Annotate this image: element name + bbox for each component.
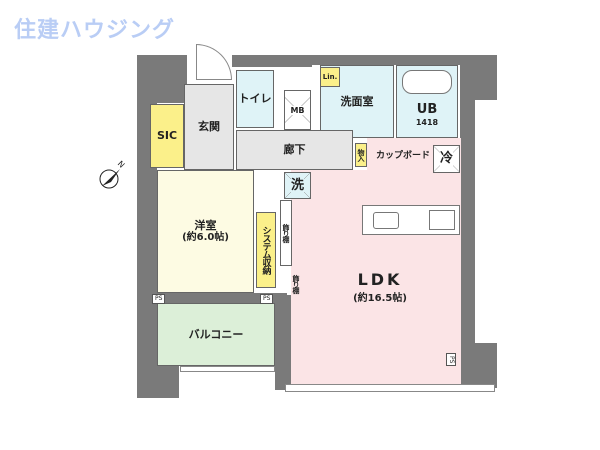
hallway-label: 廊下 (283, 143, 306, 157)
wall-top-mid (232, 55, 312, 67)
ldk-label: LDK (357, 270, 403, 289)
wall-right-block (460, 55, 497, 100)
linen-label: Lin. (322, 73, 338, 81)
display-shelf-label-2: 飾り棚 (292, 275, 300, 293)
bathtub-icon (402, 70, 452, 94)
hallway: 廊下 (236, 130, 353, 170)
laundry-label: 洗 (290, 177, 304, 194)
wall-right (460, 100, 475, 390)
toilet: トイレ (236, 70, 274, 128)
wall-top-right (312, 55, 497, 65)
ldk-label-group: LDK (約16.5帖) (330, 270, 430, 304)
fridge-space: 冷 (433, 145, 460, 173)
ps-label-2: PS (260, 294, 274, 304)
fridge-label: 冷 (439, 151, 453, 167)
balcony-railing (180, 366, 275, 372)
cupboard-label: カップボード (376, 151, 431, 161)
ub-size: 1418 (415, 118, 439, 127)
sic-closet: SIC (150, 104, 184, 168)
display-shelf-label-1: 飾り棚 (282, 224, 290, 242)
stove-icon (429, 210, 455, 230)
linen-closet: Lin. (320, 67, 340, 87)
entrance: 玄関 (184, 84, 234, 170)
wall-mid (275, 295, 291, 390)
compass-icon: N (96, 159, 126, 192)
ps-label-1: PS (152, 294, 166, 304)
display-shelf: 飾り棚 (280, 200, 292, 266)
system-storage: システム収納 (256, 212, 276, 288)
wall-top-left (137, 55, 187, 103)
wall-bottom-right-block (462, 343, 497, 388)
ub-label: UB (416, 102, 438, 118)
system-storage-label: システム収納 (260, 226, 271, 274)
laundry-space: 洗 (284, 172, 311, 199)
sic-label: SIC (156, 129, 178, 143)
ldk-window (285, 384, 495, 392)
storage-label: 物入 (357, 149, 365, 161)
mb-label: MB (290, 105, 305, 115)
washroom-label: 洗面室 (340, 94, 374, 108)
balcony-label: バルコニー (188, 327, 244, 341)
storage: 物入 (355, 143, 367, 167)
balcony: バルコニー (157, 303, 275, 366)
mb-space: MB (284, 90, 311, 130)
wall-room-bottom (137, 293, 287, 303)
kitchen-counter (362, 205, 460, 235)
western-room-label: 洋室 (194, 218, 217, 232)
entrance-door[interactable] (196, 44, 232, 80)
sink-icon (373, 212, 399, 229)
logo: 住建ハウジング (14, 18, 176, 43)
toilet-label: トイレ (238, 92, 272, 106)
entrance-label: 玄関 (198, 120, 220, 134)
western-room-size: (約6.0帖) (182, 232, 229, 244)
ps-label-3: PS (446, 353, 456, 367)
ldk-size: (約16.5帖) (353, 293, 407, 304)
western-room: 洋室 (約6.0帖) (157, 170, 254, 293)
